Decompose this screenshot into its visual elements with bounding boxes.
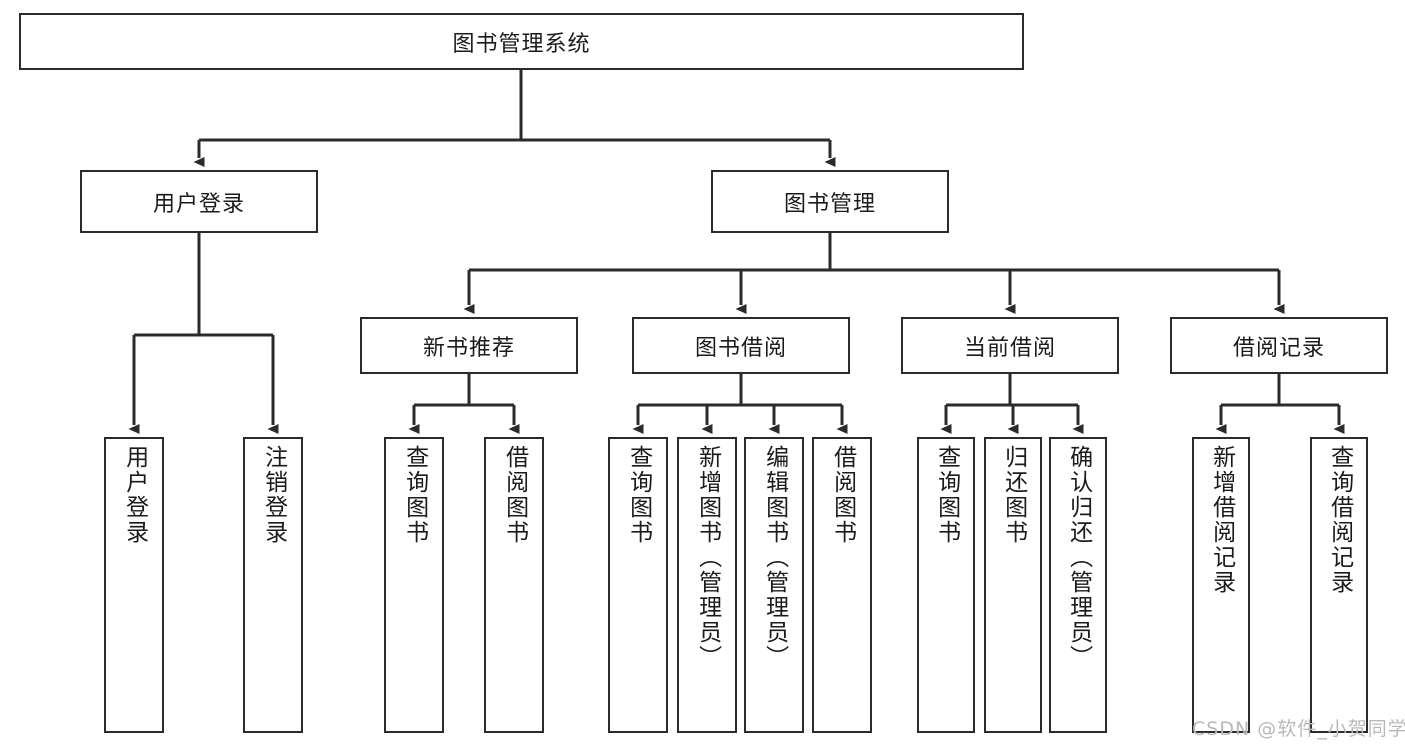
leaf-label: 借阅图书	[501, 445, 528, 545]
csdn-watermark: CSDN @软件_小贺同学	[1192, 718, 1405, 740]
leaf-query-book-current[interactable]: 查询图书	[917, 437, 975, 733]
node-book-borrow[interactable]: 图书借阅	[632, 317, 850, 374]
node-borrow-record[interactable]: 借阅记录	[1170, 317, 1388, 374]
leaf-label: 确认归还（管理员）	[1065, 445, 1092, 670]
node-current-borrow[interactable]: 当前借阅	[901, 317, 1119, 374]
leaf-user-login[interactable]: 用户登录	[104, 437, 164, 733]
leaf-label: 归还图书	[1000, 445, 1027, 545]
leaf-edit-book-admin[interactable]: 编辑图书（管理员）	[744, 437, 804, 733]
leaf-query-book-borrow[interactable]: 查询图书	[608, 437, 668, 733]
node-root-system[interactable]: 图书管理系统	[19, 13, 1024, 70]
leaf-add-borrow-record[interactable]: 新增借阅记录	[1192, 437, 1250, 733]
leaf-borrow-book-newbook[interactable]: 借阅图书	[484, 437, 544, 733]
leaf-label: 查询借阅记录	[1326, 445, 1353, 595]
leaf-return-book[interactable]: 归还图书	[984, 437, 1042, 733]
leaf-confirm-return-admin[interactable]: 确认归还（管理员）	[1049, 437, 1107, 733]
leaf-query-book-newbook[interactable]: 查询图书	[384, 437, 444, 733]
leaf-label: 用户登录	[121, 445, 148, 545]
node-book-management[interactable]: 图书管理	[711, 170, 949, 233]
node-new-book-recommend[interactable]: 新书推荐	[360, 317, 578, 374]
leaf-query-borrow-record[interactable]: 查询借阅记录	[1310, 437, 1368, 733]
leaf-label: 新增借阅记录	[1208, 445, 1235, 595]
leaf-add-book-admin[interactable]: 新增图书（管理员）	[677, 437, 737, 733]
node-user-login[interactable]: 用户登录	[80, 170, 318, 233]
leaf-borrow-book[interactable]: 借阅图书	[812, 437, 872, 733]
leaf-label: 查询图书	[401, 445, 428, 545]
leaf-label: 新增图书（管理员）	[694, 445, 721, 670]
leaf-logout[interactable]: 注销登录	[243, 437, 303, 733]
leaf-label: 借阅图书	[829, 445, 856, 545]
leaf-label: 查询图书	[625, 445, 652, 545]
leaf-label: 查询图书	[933, 445, 960, 545]
leaf-label: 编辑图书（管理员）	[761, 445, 788, 670]
leaf-label: 注销登录	[260, 445, 287, 545]
